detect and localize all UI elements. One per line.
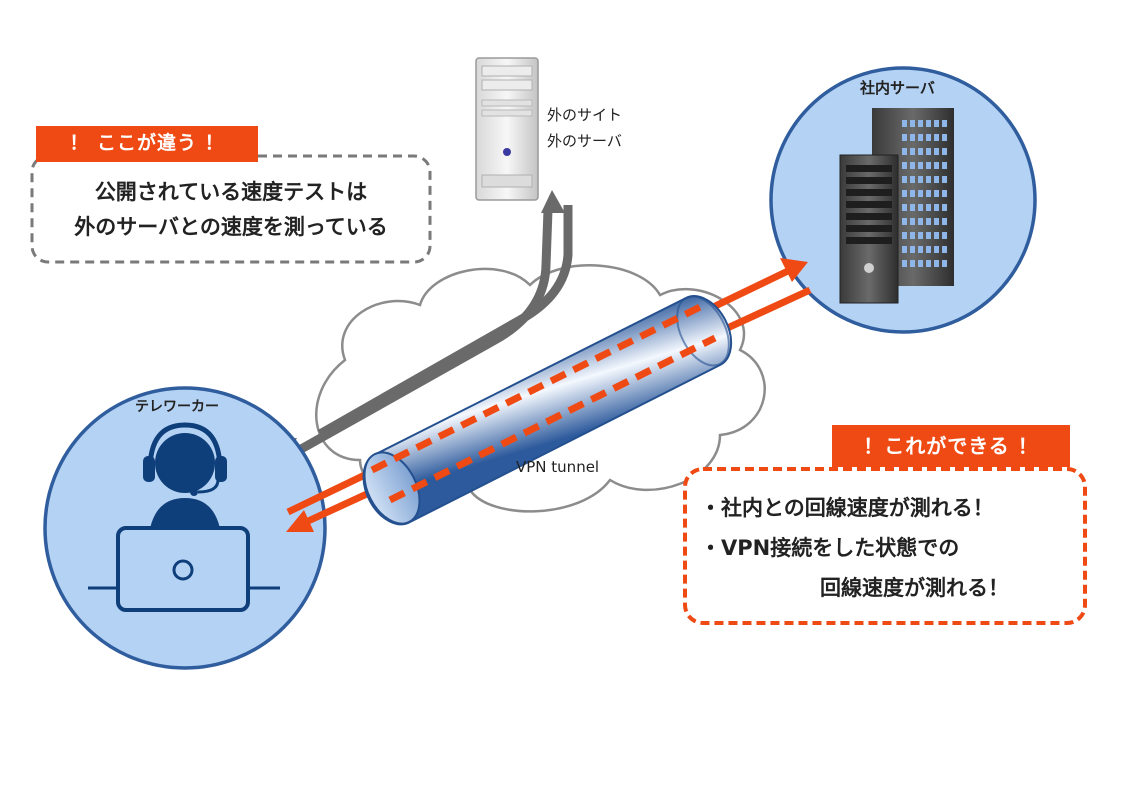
callout-capability-tag: ！これができる ！ (863, 434, 1039, 458)
callout-capability (683, 425, 1087, 625)
external-traffic-arrows (275, 205, 573, 466)
teleworker-node (43, 386, 327, 670)
callout-capability-line3: 回線速度が測れる！ (820, 576, 1009, 600)
callout-capability-line1: ・社内との回線速度が測れる！ (700, 496, 994, 520)
internal-server-label: 社内サーバ (860, 79, 935, 97)
person-head (155, 433, 215, 493)
internal-server-node (769, 66, 1037, 334)
callout-difference-tag: ！ ここが違う ！ (69, 132, 225, 154)
callout-difference (30, 126, 432, 264)
external-server-icon (475, 57, 539, 201)
external-server-label-1: 外のサイト (547, 106, 623, 124)
external-server-label-2: 外のサーバ (547, 132, 622, 150)
laptop-icon (88, 526, 280, 612)
vpn-tunnel-label: VPN tunnel (516, 458, 600, 476)
vpn-tunnel (362, 295, 733, 526)
callout-difference-line1: 公開されている速度テストは (94, 180, 368, 204)
callout-difference-line2: 外のサーバとの速度を測っている (74, 215, 388, 239)
server-rack-icon (839, 108, 954, 304)
callout-capability-line2: ・VPN接続をした状態での (700, 536, 960, 560)
arrow-head-to-server (541, 190, 565, 213)
teleworker-label: テレワーカー (135, 399, 219, 415)
